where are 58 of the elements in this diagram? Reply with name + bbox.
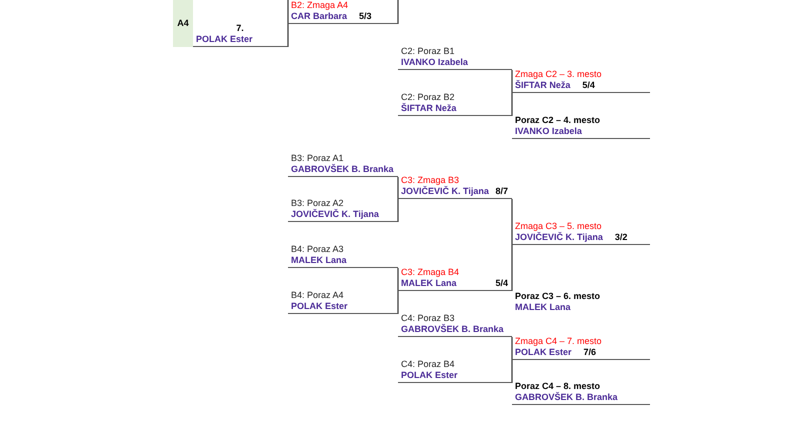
match-label: B4: Poraz A3	[291, 244, 344, 255]
bracket-line	[397, 267, 399, 292]
player-name: JOVIČEVIČ K. Tijana	[401, 186, 489, 197]
player-name: IVANKO Izabela	[401, 57, 468, 68]
match-label: Poraz C2 – 4. mesto	[515, 115, 600, 126]
bracket-line	[511, 198, 513, 246]
player-name: GABROVŠEK B. Branka	[291, 164, 394, 175]
match-label: B3: Poraz A1	[291, 153, 344, 164]
bracket-line	[511, 92, 513, 117]
bracket-line	[511, 359, 513, 384]
bracket-line	[511, 69, 513, 94]
match-label: Zmaga C4 – 7. mesto	[515, 336, 602, 347]
player-name: MALEK Lana	[515, 302, 571, 313]
seed-label: A4	[177, 16, 189, 30]
player-name: POLAK Ester	[291, 301, 348, 312]
match-label: B4: Poraz A4	[291, 290, 344, 301]
bracket-line	[511, 336, 513, 361]
match-label: B3: Poraz A2	[291, 198, 344, 209]
bracket-line	[397, 198, 399, 223]
score: 5/3	[359, 11, 372, 22]
bracket-line	[397, 0, 399, 25]
player-name: JOVIČEVIČ K. Tijana	[515, 232, 603, 243]
score: 8/7	[495, 186, 508, 197]
player-name: POLAK Ester	[401, 370, 458, 381]
match-label: C3: Zmaga B3	[401, 175, 460, 186]
match-label: C3: Zmaga B4	[401, 267, 460, 278]
player-name: GABROVŠEK B. Branka	[401, 324, 504, 335]
bracket-line	[397, 176, 399, 200]
seed-cell	[173, 0, 193, 47]
player-name: POLAK Ester	[515, 347, 572, 358]
place-number: 7.	[236, 23, 245, 34]
match-label: B2: Zmaga A4	[291, 0, 348, 11]
player-name: GABROVŠEK B. Branka	[515, 392, 618, 403]
bracket-line	[287, 0, 289, 48]
bracket-slot	[288, 0, 398, 24]
match-label: Poraz C3 – 6. mesto	[515, 291, 600, 302]
player-name: JOVIČEVIČ K. Tijana	[291, 209, 379, 220]
match-label: C4: Poraz B3	[401, 313, 455, 324]
match-label: C2: Poraz B2	[401, 92, 455, 103]
player-name: POLAK Ester	[196, 34, 253, 45]
match-label: Zmaga C3 – 5. mesto	[515, 221, 602, 232]
player-name: ŠIFTAR Neža	[401, 103, 456, 114]
player-name: ŠIFTAR Neža	[515, 80, 570, 91]
match-label: C2: Poraz B1	[401, 46, 455, 57]
score: 5/4	[495, 278, 508, 289]
player-name: MALEK Lana	[401, 278, 457, 289]
player-name: CAR Barbara	[291, 11, 348, 22]
bracket-slot	[193, 25, 288, 47]
score: 7/6	[584, 347, 596, 358]
player-name: MALEK Lana	[291, 255, 347, 266]
bracket-line	[511, 244, 513, 292]
score: 5/4	[582, 80, 595, 91]
player-name: IVANKO Izabela	[515, 126, 582, 137]
match-label: Zmaga C2 – 3. mesto	[515, 69, 602, 80]
bracket-line	[397, 290, 399, 315]
match-label: Poraz C4 – 8. mesto	[515, 381, 600, 392]
score: 3/2	[614, 232, 628, 243]
match-label: C4: Poraz B4	[401, 359, 455, 370]
